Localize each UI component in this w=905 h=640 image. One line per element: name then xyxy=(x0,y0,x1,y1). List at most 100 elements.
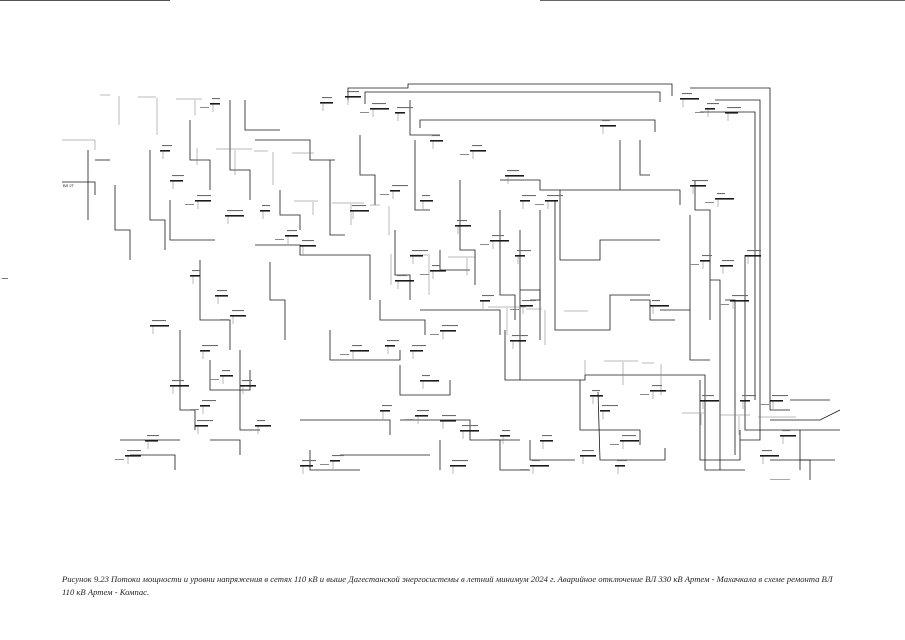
line-33 xyxy=(499,440,530,471)
label-strip-26 xyxy=(457,220,467,222)
line-8 xyxy=(559,190,660,261)
bus-25 xyxy=(420,200,433,202)
line-16 xyxy=(597,391,666,461)
line-46 xyxy=(279,190,301,230)
bus-31 xyxy=(395,280,414,282)
bus-39 xyxy=(730,300,749,302)
bus-10 xyxy=(600,125,616,127)
label-strip-6 xyxy=(472,145,482,147)
line-15 xyxy=(579,380,641,445)
label-strip-21 xyxy=(287,230,297,232)
bus-32 xyxy=(480,300,490,302)
bus-45 xyxy=(220,375,233,377)
label-strip-70 xyxy=(782,430,790,432)
label-strip-b-30 xyxy=(420,274,429,275)
line-6 xyxy=(409,100,440,136)
line-19 xyxy=(725,299,736,455)
bus-38 xyxy=(745,255,761,257)
label-strip-b-51 xyxy=(340,354,349,355)
label-strip-62 xyxy=(582,450,594,452)
network-lines xyxy=(62,83,841,480)
label-strip-41 xyxy=(217,290,227,292)
label-strip-24 xyxy=(392,185,408,187)
bus-52 xyxy=(385,345,395,347)
label-strip-12 xyxy=(707,103,719,105)
bus-30 xyxy=(430,270,446,272)
line-4 xyxy=(715,99,761,441)
label-strip-65 xyxy=(592,390,600,392)
bus-29 xyxy=(410,255,423,257)
label-strip-2 xyxy=(347,91,359,93)
label-strip-51 xyxy=(352,345,362,347)
substation-buses xyxy=(125,96,796,467)
bus-54 xyxy=(440,330,456,332)
label-strip-37 xyxy=(722,260,734,262)
bus-50 xyxy=(255,425,271,427)
bus-61 xyxy=(540,440,553,442)
label-strip-0 xyxy=(212,98,220,100)
line-47 xyxy=(244,100,280,131)
label-strip-17 xyxy=(172,175,184,177)
bus-63 xyxy=(620,440,639,442)
line-38 xyxy=(359,135,376,205)
line-41 xyxy=(499,210,516,320)
label-strip-30 xyxy=(432,265,440,267)
line-36 xyxy=(399,365,451,396)
bus-2 xyxy=(345,96,361,98)
label-strip-25 xyxy=(422,195,430,197)
line-18 xyxy=(710,279,745,471)
bus-18 xyxy=(195,200,211,202)
bus-14 xyxy=(690,185,706,187)
label-strip-b-9 xyxy=(535,204,544,205)
scheme-labels xyxy=(115,91,790,470)
bus-46 xyxy=(240,385,256,387)
bus-5 xyxy=(430,140,443,142)
label-strip-3 xyxy=(372,103,386,105)
bus-72 xyxy=(330,460,340,462)
label-strip-42 xyxy=(232,310,244,312)
line-21 xyxy=(689,215,710,361)
bus-51 xyxy=(350,350,369,352)
line-26 xyxy=(199,260,231,350)
bus-40 xyxy=(190,275,200,277)
network-taps xyxy=(62,94,796,474)
label-strip-27 xyxy=(492,235,504,237)
label-strip-63 xyxy=(622,435,636,437)
label-strip-59 xyxy=(462,425,478,427)
label-strip-14 xyxy=(692,180,708,182)
line-0 xyxy=(347,83,673,100)
label-strip-b-36 xyxy=(690,264,699,265)
line-60 xyxy=(130,454,176,470)
label-strip-b-15 xyxy=(705,202,714,203)
label-strip-16 xyxy=(162,145,172,147)
label-strip-29 xyxy=(412,250,428,252)
label-strip-b-24 xyxy=(380,194,389,195)
bus-59 xyxy=(460,430,479,432)
label-strip-69 xyxy=(772,395,788,397)
label-strip-b-18 xyxy=(185,204,194,205)
bus-6 xyxy=(470,150,486,152)
label-strip-35 xyxy=(652,300,660,302)
line-12 xyxy=(379,300,426,335)
label-strip-b-63 xyxy=(610,444,619,445)
label-strip-52 xyxy=(387,340,399,342)
label-strip-40 xyxy=(192,270,200,272)
label-strip-78 xyxy=(127,450,141,452)
label-strip-15 xyxy=(717,193,725,195)
bus-13 xyxy=(725,112,738,114)
label-strip-75 xyxy=(532,460,540,462)
bus-11 xyxy=(680,98,699,100)
label-strip-46 xyxy=(242,380,252,382)
label-strip-39 xyxy=(732,295,748,297)
line-2 xyxy=(419,119,656,132)
label-strip-74 xyxy=(452,460,468,462)
bus-75 xyxy=(530,465,549,467)
label-strip-73 xyxy=(302,460,316,462)
label-strip-67 xyxy=(702,395,714,397)
line-35 xyxy=(329,330,401,361)
label-strip-56 xyxy=(382,405,392,407)
label-strip-20 xyxy=(262,205,270,207)
label-strip-b-69 xyxy=(760,404,769,405)
bus-23 xyxy=(350,210,369,212)
label-strip-5 xyxy=(432,135,440,137)
